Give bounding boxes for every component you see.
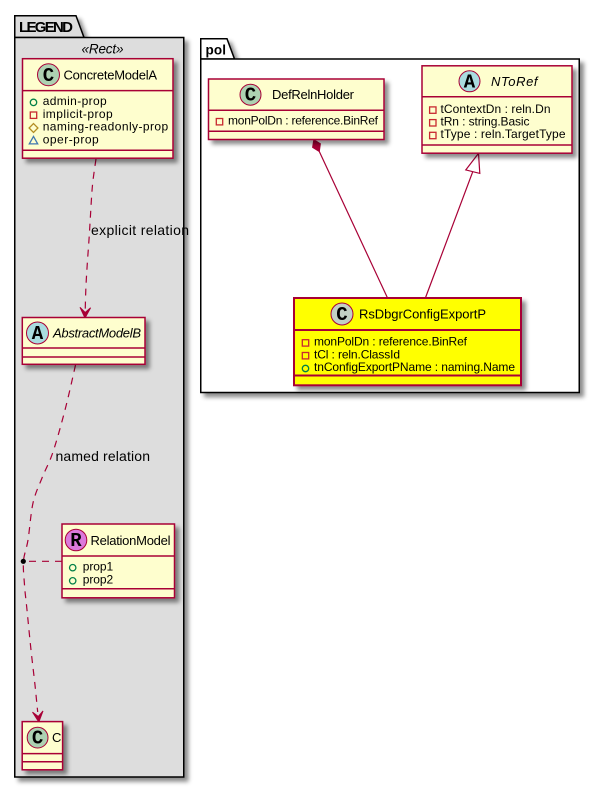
svg-text:tContextDn : reln.Dn: tContextDn : reln.Dn [441, 102, 551, 116]
svg-text:tCl : reln.ClassId: tCl : reln.ClassId [314, 347, 400, 361]
svg-text:C: C [32, 728, 43, 750]
svg-text:tType : reln.TargetType: tType : reln.TargetType [441, 127, 566, 141]
svg-text:RsDbgrConfigExportP: RsDbgrConfigExportP [359, 307, 486, 322]
svg-text:C: C [336, 304, 347, 326]
svg-text:A: A [32, 323, 44, 345]
svg-text:tnConfigExportPName : naming.N: tnConfigExportPName : naming.Name [314, 360, 515, 374]
svg-text:tRn : string.Basic: tRn : string.Basic [441, 115, 530, 129]
svg-text:naming-readonly-prop: naming-readonly-prop [43, 120, 169, 134]
svg-text:monPolDn : reference.BinRef: monPolDn : reference.BinRef [228, 113, 379, 127]
svg-text:ConcreteModelA: ConcreteModelA [64, 68, 158, 83]
svg-text:DefRelnHolder: DefRelnHolder [272, 87, 355, 102]
svg-text:C: C [52, 730, 61, 745]
svg-text:AbstractModelB: AbstractModelB [52, 326, 141, 341]
svg-text:prop2: prop2 [83, 572, 114, 586]
svg-text:«Rect»: «Rect» [82, 42, 124, 57]
svg-text:named relation: named relation [56, 448, 151, 464]
svg-text:A: A [464, 71, 476, 93]
svg-text:C: C [245, 85, 256, 107]
svg-text:NToRef: NToRef [491, 74, 539, 89]
svg-text:explicit relation: explicit relation [91, 222, 189, 238]
svg-text:C: C [43, 65, 54, 87]
svg-text:LEGEND: LEGEND [19, 19, 73, 36]
svg-text:pol: pol [206, 43, 227, 58]
svg-text:admin-prop: admin-prop [43, 94, 107, 108]
svg-text:R: R [70, 530, 82, 552]
svg-text:prop1: prop1 [83, 559, 114, 573]
svg-text:monPolDn : reference.BinRef: monPolDn : reference.BinRef [314, 335, 468, 349]
svg-text:oper-prop: oper-prop [43, 133, 99, 147]
svg-text:implicit-prop: implicit-prop [43, 107, 113, 121]
svg-text:RelationModel: RelationModel [91, 533, 171, 548]
